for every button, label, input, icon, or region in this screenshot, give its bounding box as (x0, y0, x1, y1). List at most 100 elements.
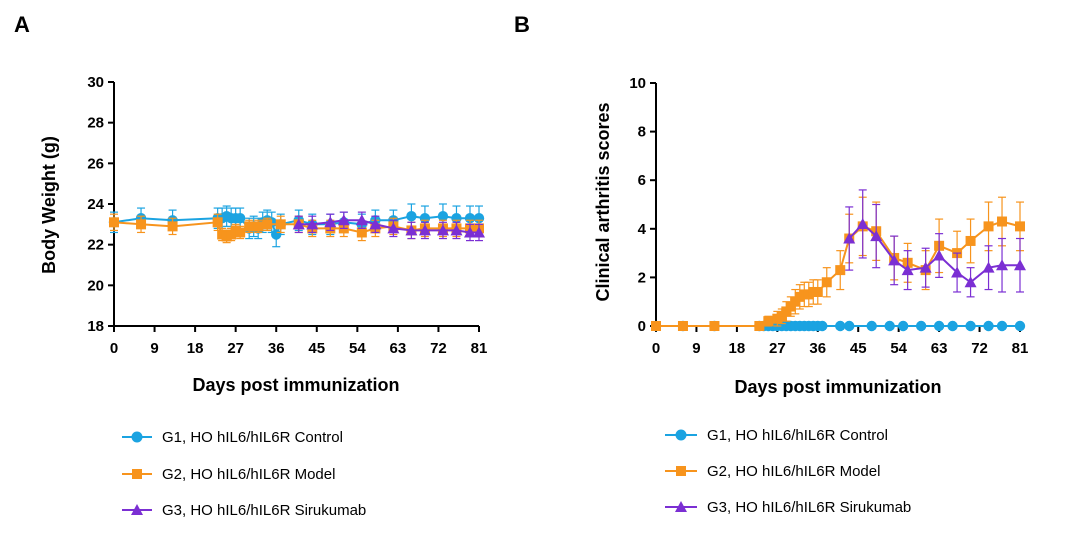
legend-a-item-g3[interactable]: G3, HO hIL6/hIL6R Sirukumab (122, 502, 366, 519)
data-point (235, 227, 246, 238)
legend-b-g1-marker (675, 429, 687, 441)
data-point (463, 226, 476, 238)
data-point (418, 224, 431, 236)
data-point (262, 219, 273, 230)
data-point (244, 221, 255, 232)
data-point (356, 227, 367, 238)
chart-b-x-tick-label: 81 (1012, 340, 1029, 357)
chart-b-series-g3 (843, 189, 1026, 298)
data-point (136, 219, 147, 230)
legend-a: G1, HO hIL6/hIL6R Control G2, HO hIL6/hI… (122, 429, 366, 519)
chart-a-y-axis-title: Body Weight (g) (39, 136, 59, 274)
chart-b-y-tick-label: 4 (638, 221, 647, 238)
legend-b-g2-marker (676, 466, 686, 476)
data-point (996, 259, 1009, 271)
legend-b-item-g3[interactable]: G3, HO hIL6/hIL6R Sirukumab (665, 499, 911, 516)
data-point (337, 214, 350, 226)
chart-a-x-tick-label: 0 (110, 340, 118, 357)
chart-b-y-axis-title: Clinical arthritis scores (593, 102, 613, 301)
chart-b-x-tick-label: 9 (692, 340, 700, 357)
data-point (763, 316, 774, 327)
chart-b-y-tick-label: 8 (638, 124, 646, 141)
data-point (947, 320, 958, 332)
legend-b-item-g1[interactable]: G1, HO hIL6/hIL6R Control (665, 427, 888, 444)
chart-b-x-tick-label: 18 (729, 340, 746, 357)
chart-a-x-tick-label: 81 (471, 340, 488, 357)
legend-a-g1-label: G1, HO hIL6/hIL6R Control (162, 429, 343, 446)
chart-b-y-tick-label: 10 (629, 75, 646, 92)
data-point (437, 211, 449, 222)
data-point (884, 320, 895, 332)
chart-a-y-tick-label: 20 (87, 277, 104, 294)
legend-a-item-g1[interactable]: G1, HO hIL6/hIL6R Control (122, 429, 343, 446)
legend-b-item-g2[interactable]: G2, HO hIL6/hIL6R Model (665, 463, 880, 480)
legend-a-item-g2[interactable]: G2, HO hIL6/hIL6R Model (122, 466, 335, 483)
data-point (897, 320, 909, 332)
chart-b-y-tick-label: 6 (638, 172, 646, 189)
data-point (835, 320, 846, 332)
data-point (306, 218, 319, 230)
data-point (856, 217, 869, 229)
data-point (271, 229, 282, 240)
data-point (983, 221, 994, 232)
chart-a-x-tick-label: 18 (187, 340, 204, 357)
data-point (450, 224, 463, 236)
legend-a-g3-marker (131, 504, 143, 515)
legend-b-g1-label: G1, HO hIL6/hIL6R Control (707, 427, 888, 444)
chart-a-y-tick-label: 26 (87, 155, 104, 172)
chart-a-x-tick-label: 54 (349, 340, 366, 357)
chart-b-y-tick-label: 0 (638, 318, 646, 335)
data-point (292, 218, 305, 230)
data-point (965, 320, 976, 332)
chart-b-x-tick-label: 63 (931, 340, 948, 357)
data-point (821, 277, 832, 288)
chart-a-x-tick-label: 36 (268, 340, 285, 357)
data-point (167, 221, 178, 232)
legend-b-g3-label: G3, HO hIL6/hIL6R Sirukumab (707, 499, 911, 516)
chart-b-x-tick-label: 45 (850, 340, 867, 357)
chart-a-x-tick-label: 9 (150, 340, 158, 357)
legend-a-g3-label: G3, HO hIL6/hIL6R Sirukumab (162, 502, 366, 519)
data-point (982, 261, 995, 273)
legend-a-g1-marker (131, 431, 143, 443)
chart-b-x-tick-label: 54 (890, 340, 907, 357)
data-point (275, 219, 286, 230)
panel-b-label: B (514, 12, 530, 37)
data-point (996, 320, 1008, 332)
chart-b-x-tick-label: 0 (652, 340, 660, 357)
data-point (754, 321, 765, 331)
data-point (109, 217, 119, 228)
chart-b-series-g2 (651, 196, 1025, 331)
chart-a-y-tick-label: 18 (87, 318, 104, 335)
data-point (812, 286, 823, 297)
data-point (870, 230, 883, 242)
data-point (983, 320, 994, 332)
data-point (965, 235, 976, 246)
chart-b-x-tick-label: 27 (769, 340, 786, 357)
data-point (387, 222, 400, 234)
legend-b-g2-label: G2, HO hIL6/hIL6R Model (707, 463, 880, 480)
data-point (964, 276, 977, 288)
chart-a-x-axis-title: Days post immunization (192, 375, 399, 395)
data-point (888, 254, 901, 266)
chart-a-y-tick-label: 24 (87, 196, 104, 213)
chart-a-x-tick-label: 72 (430, 340, 447, 357)
panel-a-label: A (14, 12, 30, 37)
data-point (951, 266, 964, 278)
data-point (817, 320, 828, 332)
chart-b-y-tick-label: 2 (638, 269, 646, 286)
data-point (933, 320, 945, 332)
data-point (901, 264, 914, 276)
data-point (915, 320, 927, 332)
data-point (997, 216, 1008, 227)
legend-b: G1, HO hIL6/hIL6R Control G2, HO hIL6/hI… (665, 427, 911, 516)
chart-b-x-tick-label: 36 (809, 340, 826, 357)
chart-b-x-axis-title: Days post immunization (734, 377, 941, 397)
data-point (844, 320, 855, 332)
data-point (436, 224, 449, 236)
chart-a-x-tick-label: 27 (227, 340, 244, 357)
data-point (253, 221, 264, 232)
